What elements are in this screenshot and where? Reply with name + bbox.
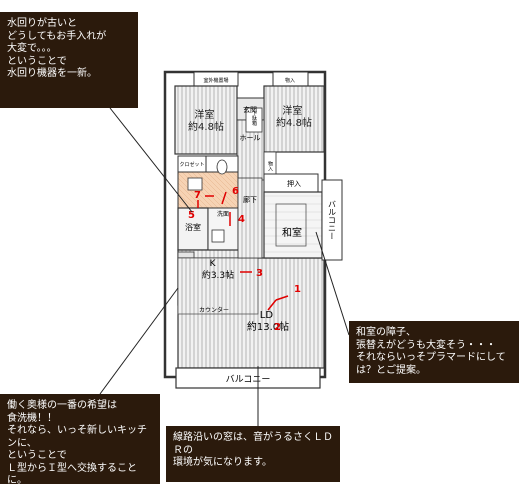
washing-area bbox=[207, 207, 239, 251]
dressing-room bbox=[177, 171, 239, 209]
markers: 1 2 3 4 5 6 7 bbox=[188, 186, 301, 333]
hall-label: ホール bbox=[240, 134, 261, 142]
corridor bbox=[237, 177, 263, 259]
oshiire-label: 押入 bbox=[287, 179, 301, 188]
marker-7: 7 bbox=[194, 190, 201, 201]
leader-water bbox=[109, 107, 193, 213]
storage-box-3 bbox=[245, 107, 263, 133]
closet-label: クロゼット bbox=[179, 161, 204, 168]
marker-5: 5 bbox=[188, 210, 195, 221]
leader-kitchen bbox=[99, 287, 179, 395]
marker-1: 1 bbox=[294, 284, 301, 295]
marker-4: 4 bbox=[238, 214, 245, 225]
ld-label: LD 約13.0帖 bbox=[247, 310, 289, 333]
note-window-noise: 線路沿いの窓は、音がうるさくＬＤＲの 環境が気になります。 bbox=[166, 426, 340, 482]
note-washitsu-shoji: 和室の障子、 張替えがどうも大変そう・・・ それならいっそプラマードにしては？と… bbox=[349, 321, 519, 383]
western-room-2-label: 洋室 約4.8帖 bbox=[276, 104, 312, 129]
leader-washitsu bbox=[315, 231, 350, 336]
marker-3: 3 bbox=[256, 268, 263, 279]
counter-label: カウンター bbox=[199, 306, 229, 314]
balcony-bottom-label: バルコニー bbox=[226, 374, 271, 385]
marker-6: 6 bbox=[232, 186, 239, 197]
roka-label: 廊下 bbox=[243, 195, 257, 204]
washitsu-room bbox=[263, 191, 323, 259]
bottom-balcony bbox=[175, 367, 321, 389]
tokonoma bbox=[275, 203, 307, 247]
washitsu-label: 和室 bbox=[282, 226, 302, 239]
storage2-label: 物入 bbox=[285, 77, 295, 84]
balcony-side-label: バルコニー bbox=[328, 200, 337, 240]
kura1-label: 物入 bbox=[267, 160, 273, 171]
storage1-label: 室外機置場 bbox=[203, 77, 228, 84]
genkan-label: 玄関 bbox=[243, 105, 257, 114]
basin-fixture bbox=[187, 177, 203, 191]
toilet-fixture bbox=[216, 159, 228, 175]
senmen-label: 洗面 bbox=[217, 210, 229, 218]
kitchen-overlay bbox=[177, 257, 259, 315]
kura2-label: 下駄箱 bbox=[251, 111, 257, 127]
bath-label: 浴室 bbox=[185, 222, 201, 232]
western-room-1 bbox=[174, 85, 238, 155]
western-room-1-label: 洋室 約4.8帖 bbox=[188, 108, 224, 133]
note-water-fixtures: 水回りが古いと どうしてもお手入れが 大変で。。。 ということで 水回り機器を一… bbox=[0, 12, 138, 108]
kitchen-label: K 約3.3帖 bbox=[202, 259, 234, 281]
washer-fixture bbox=[211, 229, 225, 243]
note-kitchen: 働く奥様の一番の希望は 食洗機！！ それなら、いっそ新しいキッチンに、 というこ… bbox=[0, 394, 160, 486]
western-room-2 bbox=[263, 85, 325, 153]
side-balcony bbox=[321, 179, 343, 261]
marker-2: 2 bbox=[274, 322, 281, 333]
